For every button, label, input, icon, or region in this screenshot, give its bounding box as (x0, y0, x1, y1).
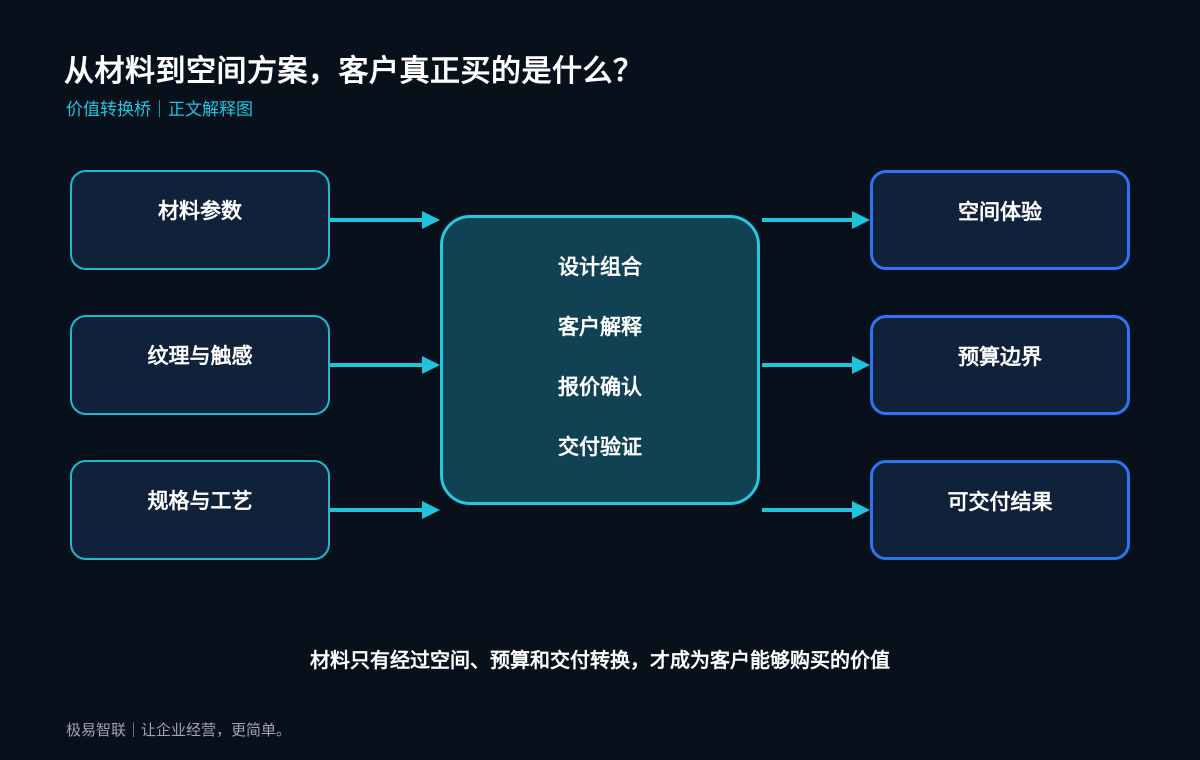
arrow-output-1 (762, 211, 870, 229)
hub-item-delivery-verification: 交付验证 (558, 435, 642, 459)
output-box-deliverable-result: 可交付结果 (870, 460, 1130, 560)
output-box-budget-boundary: 预算边界 (870, 315, 1130, 415)
hub-item-design-combination: 设计组合 (558, 255, 642, 279)
conversion-hub: 设计组合 客户解释 报价确认 交付验证 (440, 215, 760, 505)
output-box-space-experience: 空间体验 (870, 170, 1130, 270)
footer-tagline: 极易智联｜让企业经营，更简单。 (66, 721, 292, 739)
conclusion-text: 材料只有经过空间、预算和交付转换，才成为客户能够购买的价值 (310, 648, 890, 672)
input-box-spec-craft: 规格与工艺 (70, 460, 330, 560)
arrow-output-3 (762, 501, 870, 519)
arrow-output-2 (762, 356, 870, 374)
arrow-input-3 (330, 501, 440, 519)
hub-item-customer-explanation: 客户解释 (558, 315, 642, 339)
page-subtitle: 价值转换桥｜正文解释图 (66, 100, 253, 120)
input-box-material-params: 材料参数 (70, 170, 330, 270)
arrow-input-1 (330, 211, 440, 229)
input-box-texture-touch: 纹理与触感 (70, 315, 330, 415)
page-title: 从材料到空间方案，客户真正买的是什么？ (64, 54, 644, 89)
hub-item-quote-confirmation: 报价确认 (558, 375, 642, 399)
arrow-input-2 (330, 356, 440, 374)
